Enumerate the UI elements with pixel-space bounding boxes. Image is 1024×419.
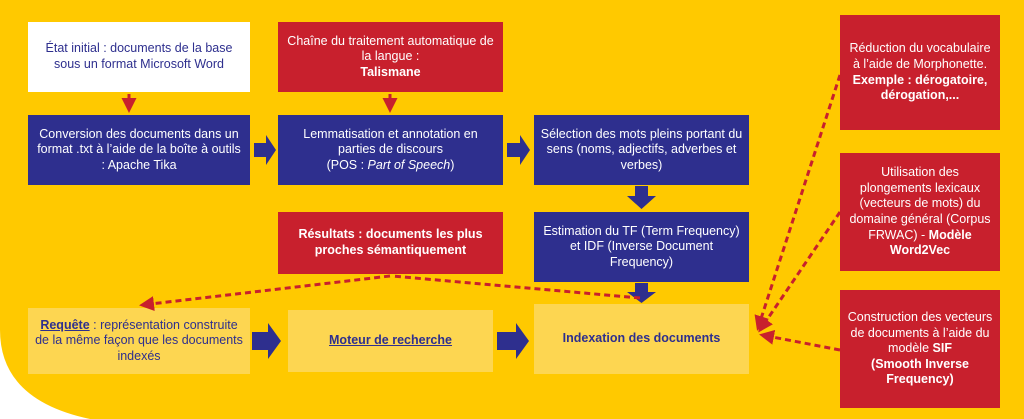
construction-text: Construction des vecteurs de documents à…	[846, 310, 994, 388]
moteur-box: Moteur de recherche	[288, 310, 493, 372]
indexation-text: Indexation des documents	[562, 331, 721, 346]
lemmatisation-box: Lemmatisation et annotation en parties d…	[278, 115, 503, 185]
plongements-box: Utilisation des plongements lexicaux (ve…	[840, 153, 1000, 271]
chaine-label: Chaîne du traitement automatique de la l…	[287, 33, 494, 64]
indexation-box: Indexation des documents	[534, 304, 749, 374]
resultats-text: Résultats : documents les plus proches s…	[298, 227, 483, 257]
lemmatisation-label: Lemmatisation et annotation en parties d…	[303, 126, 478, 157]
sif-full-label: (Smooth Inverse Frequency)	[871, 356, 969, 387]
etat-initial-box: État initial : documents de la base sous…	[28, 22, 250, 92]
pos-prefix: (POS :	[326, 157, 368, 172]
pos-italic: Part of Speech	[367, 157, 451, 172]
conversion-box: Conversion des documents dans un format …	[28, 115, 250, 185]
construction-box: Construction des vecteurs de documents à…	[840, 290, 1000, 408]
plongements-label: Utilisation des plongements lexicaux (ve…	[849, 165, 991, 242]
requete-text: Requête : représentation construite de l…	[34, 318, 244, 365]
word2vec-label: Modèle Word2Vec	[889, 227, 972, 258]
lemmatisation-text: Lemmatisation et annotation en parties d…	[284, 127, 497, 174]
pos-suffix: )	[450, 157, 455, 172]
reduction-label: Réduction du vocabulaire à l’aide de Mor…	[849, 41, 991, 71]
reduction-text: Réduction du vocabulaire à l’aide de Mor…	[846, 41, 994, 104]
moteur-text: Moteur de recherche	[329, 333, 452, 348]
selection-text: Sélection des mots pleins portant du sen…	[540, 126, 743, 172]
chaine-text: Chaîne du traitement automatique de la l…	[284, 34, 497, 81]
chaine-box: Chaîne du traitement automatique de la l…	[278, 22, 503, 92]
resultats-box: Résultats : documents les plus proches s…	[278, 212, 503, 274]
requete-desc: : représentation construite de la même f…	[35, 317, 243, 363]
sif-label: SIF	[932, 341, 952, 356]
reduction-example: Exemple : dérogatoire, dérogation,...	[852, 72, 988, 103]
requete-label: Requête	[40, 317, 90, 332]
construction-label: Construction des vecteurs de documents à…	[847, 309, 993, 356]
plongements-text: Utilisation des plongements lexicaux (ve…	[846, 165, 994, 259]
selection-box: Sélection des mots pleins portant du sen…	[534, 115, 749, 185]
etat-initial-text: État initial : documents de la base sous…	[45, 41, 233, 71]
requete-box: Requête : représentation construite de l…	[28, 308, 250, 374]
estimation-text: Estimation du TF (Term Frequency) et IDF…	[543, 223, 740, 269]
estimation-box: Estimation du TF (Term Frequency) et IDF…	[534, 212, 749, 282]
talismane-label: Talismane	[360, 64, 421, 79]
reduction-box: Réduction du vocabulaire à l’aide de Mor…	[840, 15, 1000, 130]
conversion-text: Conversion des documents dans un format …	[37, 126, 241, 172]
